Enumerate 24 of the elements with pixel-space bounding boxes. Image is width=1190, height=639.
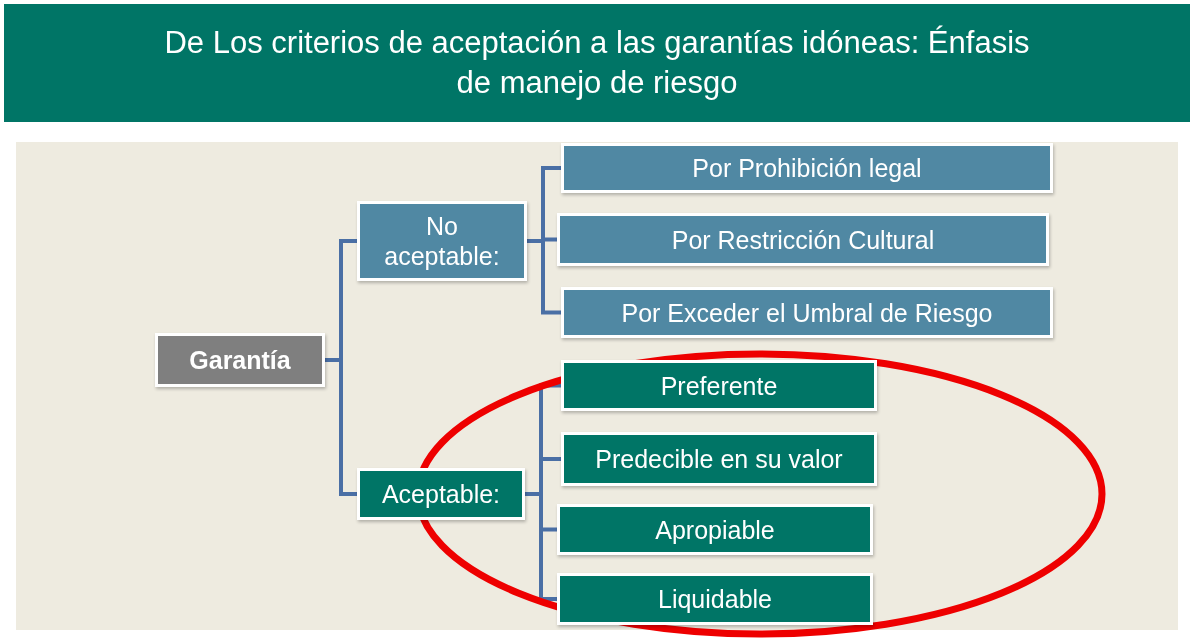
box-label: Aceptable: bbox=[381, 479, 501, 509]
category-box bbox=[357, 468, 525, 520]
category-box bbox=[561, 432, 877, 486]
connector-line bbox=[527, 239, 561, 315]
category-box bbox=[357, 201, 527, 281]
connector-line bbox=[325, 358, 357, 496]
category-box bbox=[561, 287, 1053, 338]
connector-line bbox=[525, 492, 557, 601]
category-box bbox=[557, 504, 873, 555]
category-box bbox=[155, 333, 325, 387]
category-box bbox=[557, 573, 873, 625]
box-label: Garantía bbox=[189, 345, 291, 375]
box-label: Liquidable bbox=[658, 584, 772, 614]
category-box bbox=[561, 360, 877, 411]
box-label: No aceptable: bbox=[383, 211, 501, 271]
box-label: Apropiable bbox=[655, 514, 775, 545]
box-label: Predecible en su valor bbox=[595, 444, 843, 474]
title-text: De Los criterios de aceptación a las garantías idóneas: Énfasis de manejo de riesgo bbox=[163, 23, 1031, 102]
box-label: Preferente bbox=[660, 370, 778, 401]
box-label: Por Restricción Cultural bbox=[671, 224, 935, 255]
box-label: Por Prohibición legal bbox=[692, 153, 922, 183]
category-box bbox=[561, 143, 1053, 193]
box-label: Por Exceder el Umbral de Riesgo bbox=[621, 297, 993, 328]
category-box bbox=[557, 213, 1049, 266]
